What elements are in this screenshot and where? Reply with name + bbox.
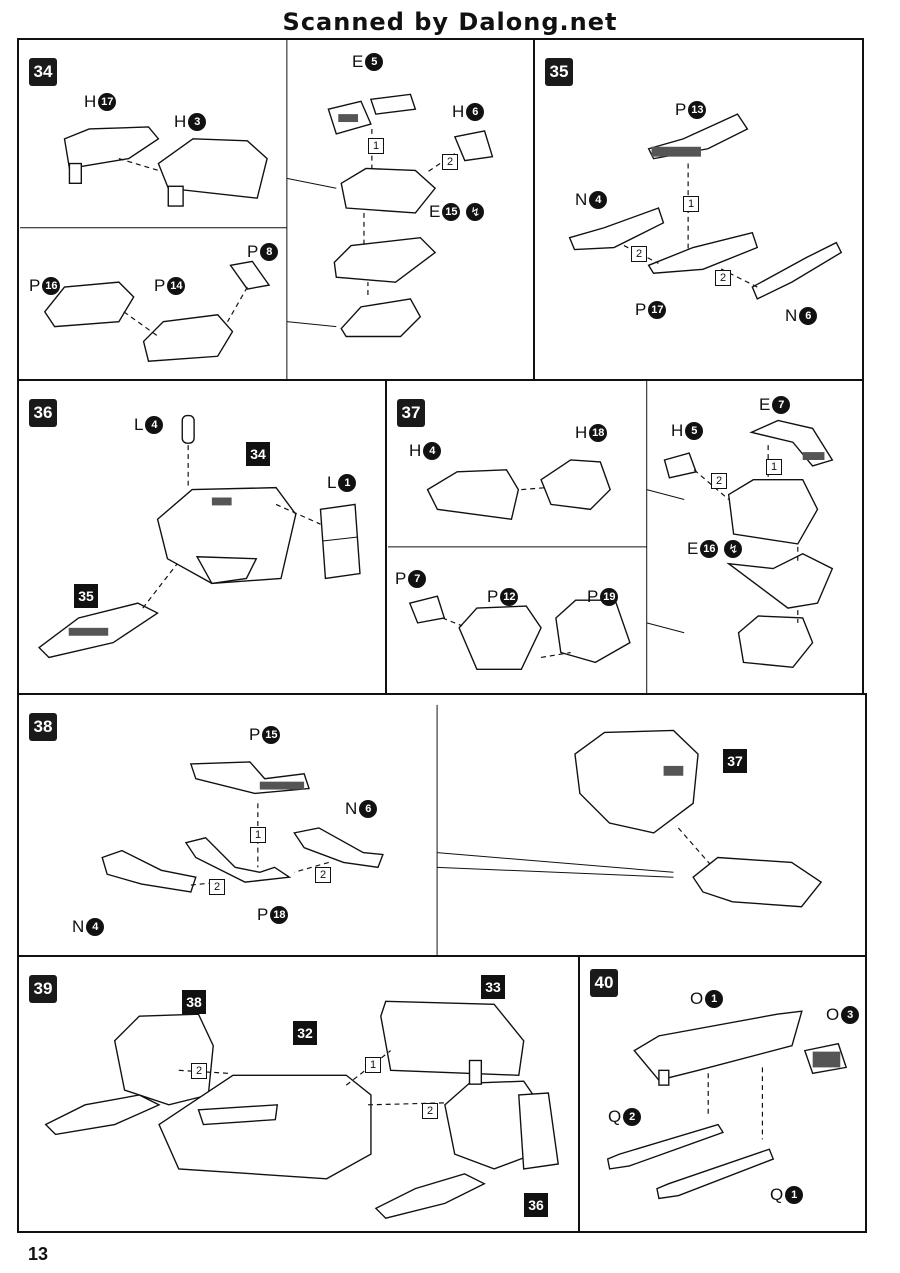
order-2: 2 [442, 154, 458, 170]
step-36-drawing [38, 414, 361, 659]
page-number: 13 [28, 1244, 49, 1264]
order-2b: 2 [715, 270, 731, 286]
step-39-number: 39 [29, 975, 57, 1003]
step-35-drawing [568, 113, 843, 300]
step-38-number: 38 [29, 713, 57, 741]
step-34-number: 34 [29, 58, 57, 86]
page-header: Scanned by Dalong.net [282, 8, 618, 36]
step-40-drawing [606, 1010, 848, 1200]
step-38-drawing [101, 704, 823, 955]
cement-icon: ↯ [466, 203, 485, 221]
order-2a: 2 [191, 1063, 207, 1079]
ref-step-34: 34 [246, 442, 270, 466]
order-1: 1 [683, 196, 699, 212]
order-1: 1 [368, 138, 384, 154]
step-39-drawing [44, 1000, 559, 1219]
order-2: 2 [711, 473, 727, 489]
order-1: 1 [766, 459, 782, 475]
step-37-number: 37 [397, 399, 425, 427]
ref-step-38: 38 [182, 990, 206, 1014]
step-36-number: 36 [29, 399, 57, 427]
step-39-panel: 39 38 32 33 36 1 2 2 [17, 955, 580, 1233]
ref-step-36: 36 [524, 1193, 548, 1217]
order-2b: 2 [315, 867, 331, 883]
order-1: 1 [250, 827, 266, 843]
order-1: 1 [365, 1057, 381, 1073]
order-2a: 2 [209, 879, 225, 895]
cement-icon: ↯ [724, 540, 743, 558]
ref-step-32: 32 [293, 1021, 317, 1045]
step-37-drawing [388, 381, 834, 693]
order-2b: 2 [422, 1103, 438, 1119]
step-34-drawing [20, 40, 494, 379]
ref-step-33: 33 [481, 975, 505, 999]
step-35-number: 35 [545, 58, 573, 86]
step-40-number: 40 [590, 969, 618, 997]
ref-step-35: 35 [74, 584, 98, 608]
order-2a: 2 [631, 246, 647, 262]
ref-step-37: 37 [723, 749, 747, 773]
